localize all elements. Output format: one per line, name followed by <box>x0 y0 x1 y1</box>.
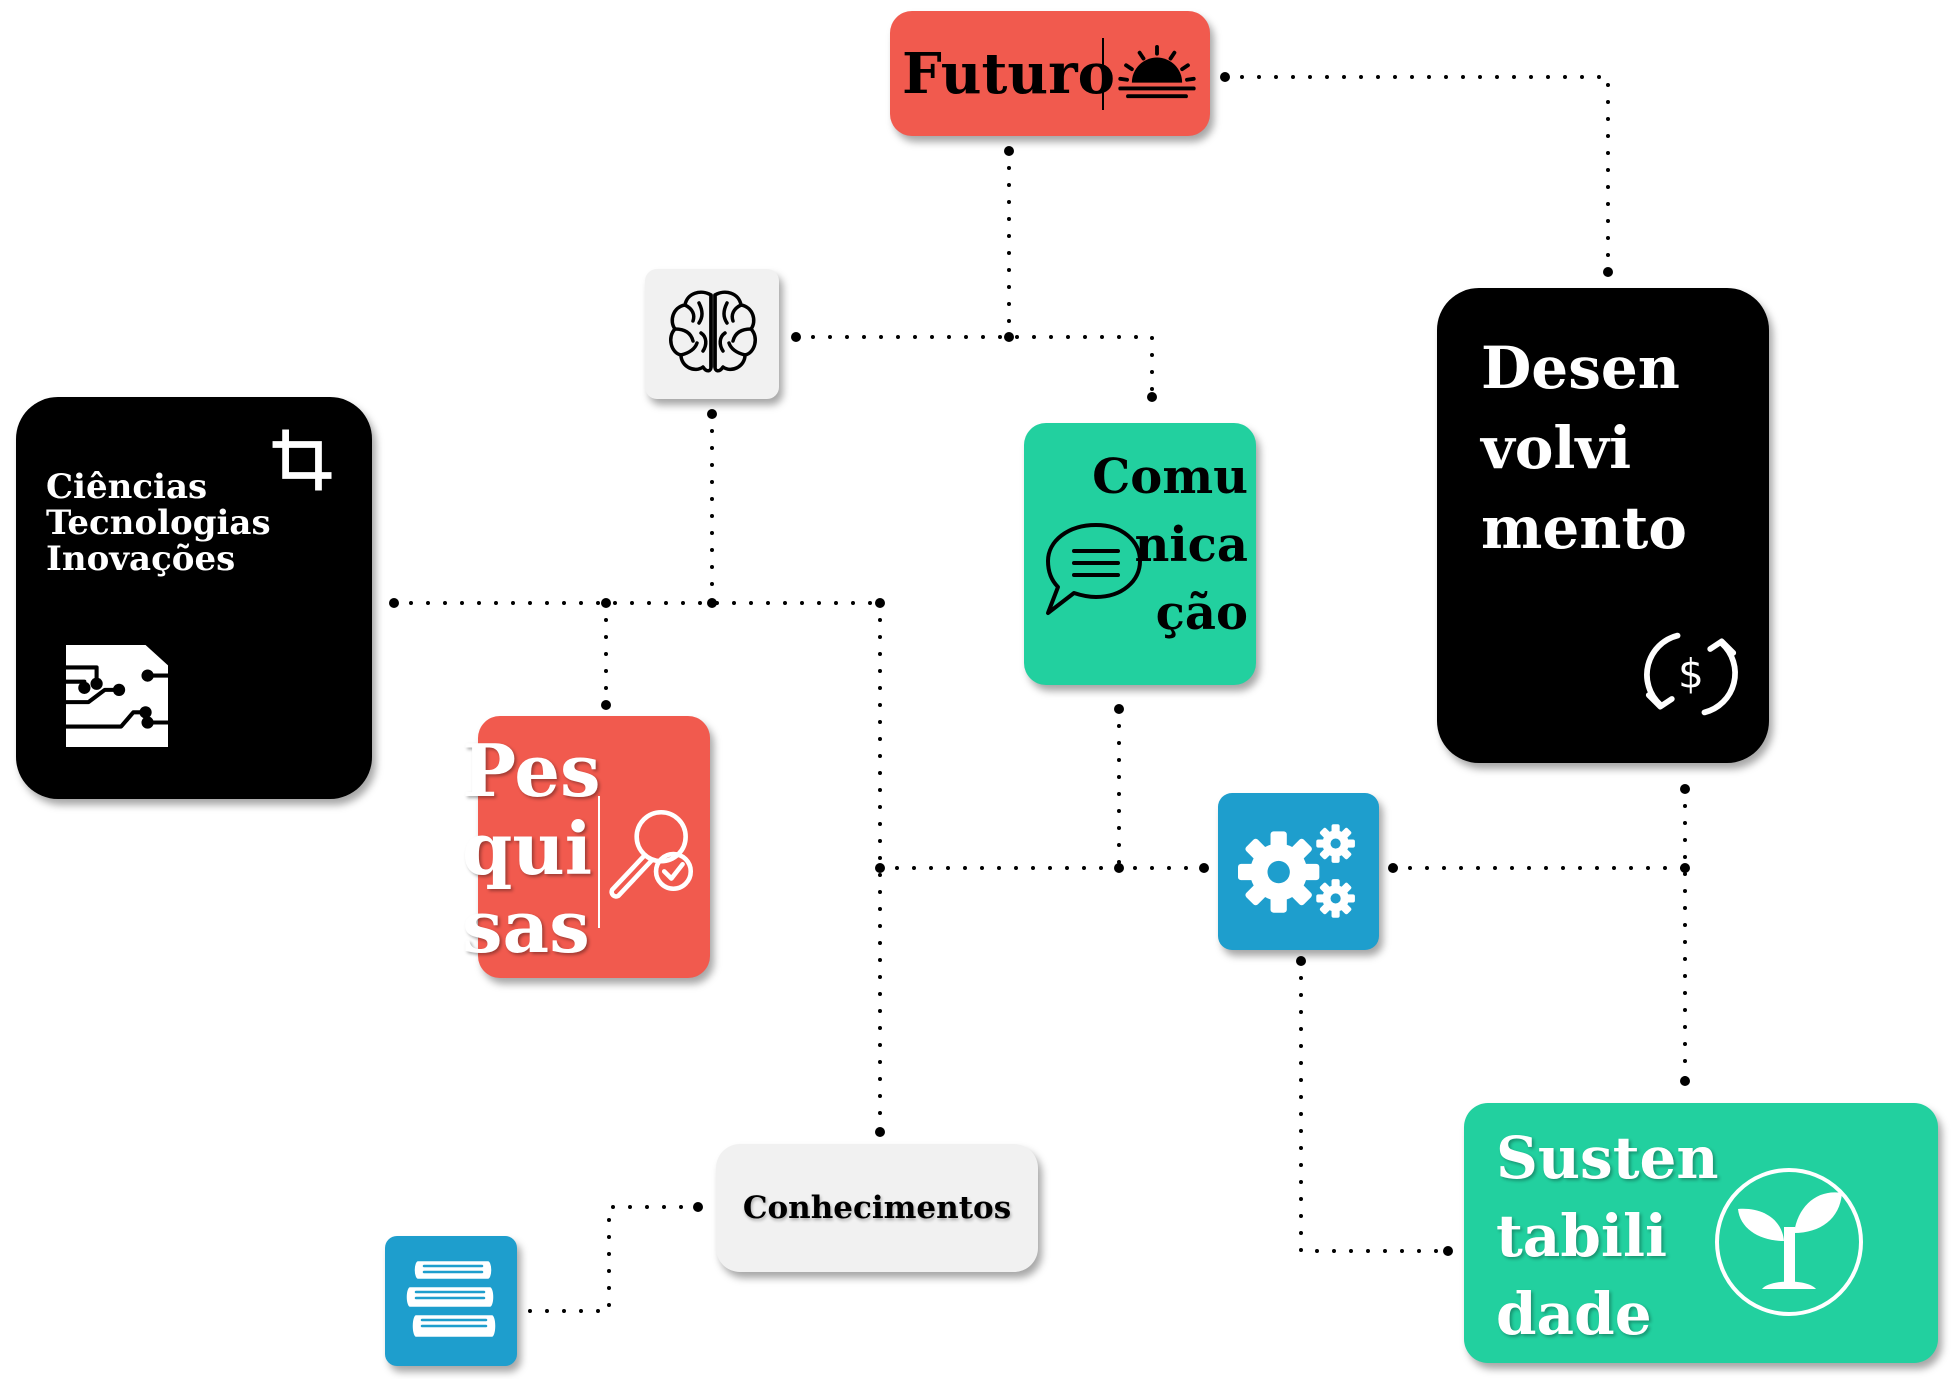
connector-futuro-desenvolvimento <box>1223 75 1610 274</box>
connector-gears-sustentabilidade <box>1299 959 1450 1253</box>
magnifier-check-icon <box>609 809 694 899</box>
pesquisas-text: Pes qui sas <box>462 732 601 966</box>
pesquisas-node[interactable]: Pes qui sas <box>462 716 710 978</box>
futuro-label: Futuro <box>902 41 1115 107</box>
sustentabilidade-line: Susten <box>1496 1124 1719 1192</box>
gears-node[interactable] <box>1218 793 1379 950</box>
pesquisas-line: sas <box>462 884 590 969</box>
sustentabilidade-node[interactable]: Susten tabili dade <box>1464 1103 1938 1363</box>
sunrise-icon <box>1118 44 1196 99</box>
sustentabilidade-text: Susten tabili dade <box>1496 1119 1719 1353</box>
gears-icon <box>1238 824 1355 918</box>
crop-icon <box>272 429 332 491</box>
conhecimentos-node[interactable]: Conhecimentos <box>716 1144 1038 1272</box>
money-refresh-icon: $ <box>1644 632 1738 716</box>
comunicacao-line: nica <box>1134 517 1248 573</box>
pesquisas-line: qui <box>462 806 593 891</box>
cti-line: Tecnologias <box>46 503 271 543</box>
desenvolvimento-line: volvi <box>1481 414 1632 482</box>
cti-line: Ciências <box>46 467 208 507</box>
connector-conhecimentos-books <box>525 1205 700 1313</box>
books-icon <box>404 1258 498 1340</box>
conhecimentos-label: Conhecimentos <box>742 1190 1012 1226</box>
cti-text: Ciências Tecnologias Inovações <box>46 469 271 577</box>
desenvolvimento-line: mento <box>1481 494 1687 562</box>
futuro-divider <box>1102 38 1104 110</box>
connector-brain-comunicacao <box>794 335 1154 399</box>
sustentabilidade-line: dade <box>1496 1280 1652 1348</box>
desenvolvimento-text: Desen volvi mento <box>1481 328 1687 568</box>
pesquisas-divider <box>598 796 600 928</box>
comunicacao-text: Comu nica ção <box>1092 443 1248 647</box>
pesquisas-line: Pes <box>462 728 601 813</box>
cti-node[interactable]: Ciências Tecnologias Inovações <box>16 397 372 799</box>
sprout-icon <box>1715 1168 1863 1316</box>
brain-icon <box>669 290 757 373</box>
futuro-node[interactable]: Futuro <box>890 11 1210 136</box>
speech-bubble-icon <box>1046 523 1142 615</box>
desenvolvimento-line: Desen <box>1481 334 1680 402</box>
comunicacao-line: Comu <box>1092 449 1248 505</box>
circuit-board-icon <box>63 645 171 747</box>
cti-line: Inovações <box>46 539 236 579</box>
svg-text:$: $ <box>1678 650 1704 697</box>
desenvolvimento-node[interactable]: Desen volvi mento $ <box>1437 288 1769 763</box>
brain-node[interactable] <box>645 269 779 399</box>
sustentabilidade-line: tabili <box>1496 1202 1668 1270</box>
comunicacao-node[interactable]: Comu nica ção <box>1024 423 1256 685</box>
books-node[interactable] <box>385 1236 517 1366</box>
comunicacao-line: ção <box>1155 585 1248 641</box>
